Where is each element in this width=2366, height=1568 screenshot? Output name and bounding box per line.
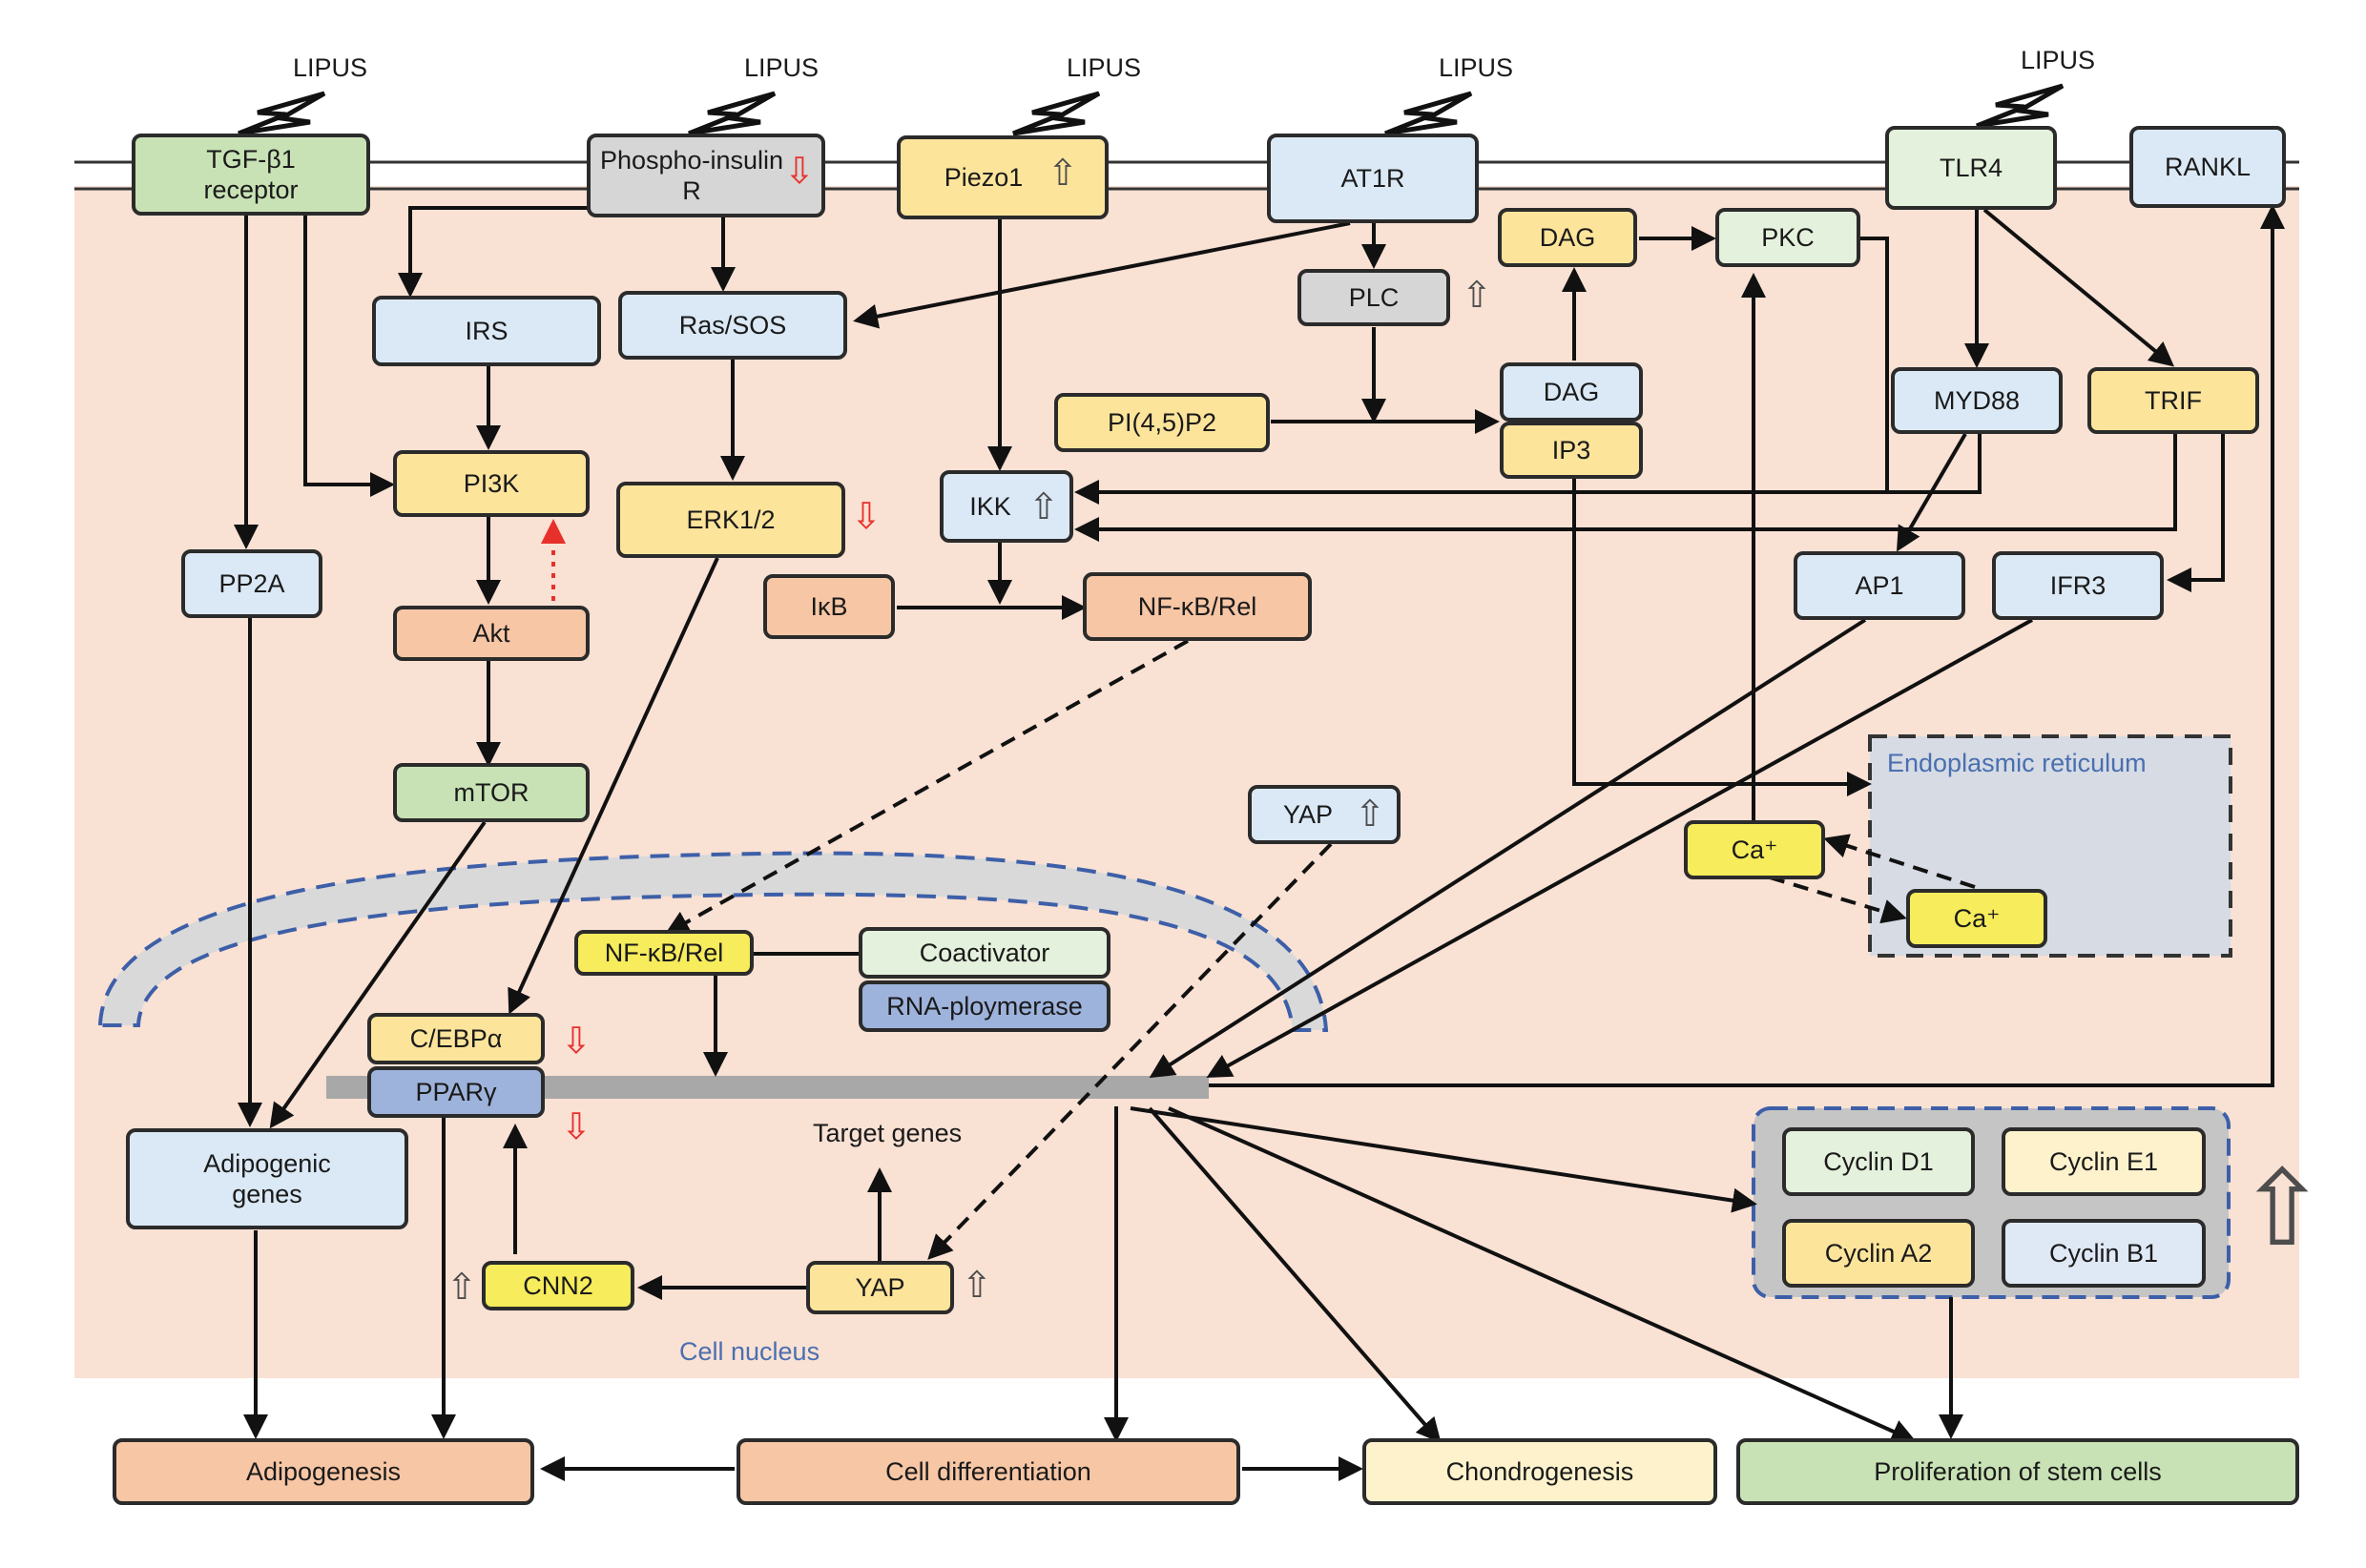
- pp2a-node[interactable]: PP2A: [181, 549, 322, 618]
- er-label: Endoplasmic reticulum: [1887, 749, 2147, 777]
- cyclin-e1-node[interactable]: Cyclin E1: [2002, 1127, 2206, 1196]
- tgfb1-receptor[interactable]: TGF-β1 receptor: [132, 134, 370, 216]
- plc-up-arrow-icon: ⇧: [1462, 274, 1492, 316]
- ap1-node[interactable]: AP1: [1794, 551, 1965, 620]
- at1r-receptor[interactable]: AT1R: [1267, 134, 1479, 223]
- yap-nuc-node[interactable]: YAP: [806, 1261, 954, 1314]
- ca-er-node[interactable]: Ca⁺: [1906, 889, 2047, 948]
- cell-differentiation-outcome[interactable]: Cell differentiation: [737, 1438, 1240, 1505]
- nfkb-nuc-node[interactable]: NF-κB/Rel: [574, 930, 754, 976]
- cebpa-node[interactable]: C/EBPα: [367, 1013, 545, 1064]
- ikb-node[interactable]: IκB: [763, 574, 895, 639]
- ca-cyto-node[interactable]: Ca⁺: [1684, 820, 1825, 879]
- nuclear-envelope: [97, 851, 1329, 1032]
- proliferation-outcome[interactable]: Proliferation of stem cells: [1736, 1438, 2299, 1505]
- coactivator-node[interactable]: Coactivator: [859, 927, 1110, 979]
- erk-down-arrow-icon: ⇩: [851, 495, 882, 537]
- lipus-label-3: LIPUS: [1067, 53, 1142, 82]
- piezo1-receptor[interactable]: Piezo1: [897, 135, 1109, 219]
- myd88-node[interactable]: MYD88: [1891, 367, 2063, 434]
- cnn2-up-arrow-icon: ⇧: [446, 1266, 477, 1308]
- pip2-node[interactable]: PI(4,5)P2: [1054, 393, 1270, 452]
- yap-cyto-up-arrow-icon: ⇧: [1355, 793, 1385, 835]
- yap-nuc-up-arrow-icon: ⇧: [962, 1264, 992, 1306]
- lightning-icon-5: [1976, 83, 2065, 129]
- lipus-label-4: LIPUS: [1439, 53, 1514, 82]
- ppary-node[interactable]: PPARγ: [367, 1066, 545, 1118]
- target-genes-label: Target genes: [813, 1119, 963, 1147]
- plc-node[interactable]: PLC: [1297, 269, 1450, 326]
- cyclin-d1-node[interactable]: Cyclin D1: [1782, 1127, 1975, 1196]
- akt-node[interactable]: Akt: [393, 606, 590, 661]
- lipus-label-5: LIPUS: [2021, 46, 2096, 74]
- cyclin-b1-node[interactable]: Cyclin B1: [2002, 1219, 2206, 1288]
- cyclin-a2-node[interactable]: Cyclin A2: [1782, 1219, 1975, 1288]
- lipus-label-1: LIPUS: [293, 53, 368, 82]
- adipogenesis-outcome[interactable]: Adipogenesis: [113, 1438, 534, 1505]
- cnn2-node[interactable]: CNN2: [482, 1261, 634, 1310]
- cell-nucleus-label: Cell nucleus: [679, 1337, 820, 1366]
- adipogenic-genes-node[interactable]: Adipogenic genes: [126, 1128, 408, 1229]
- cyclins-up-arrow-icon: ⇧: [2238, 1147, 2327, 1269]
- ikk-up-arrow-icon: ⇧: [1028, 485, 1059, 527]
- dag-top-node[interactable]: DAG: [1498, 208, 1637, 267]
- irs-node[interactable]: IRS: [372, 296, 601, 366]
- ras-sos-node[interactable]: Ras/SOS: [618, 291, 847, 360]
- cebpa-down-arrow-icon: ⇩: [561, 1020, 592, 1062]
- rna-polymerase-node[interactable]: RNA-ploymerase: [859, 980, 1110, 1032]
- ikk-node[interactable]: IKK: [940, 470, 1073, 543]
- mtor-node[interactable]: mTOR: [393, 763, 590, 822]
- dag-node[interactable]: DAG: [1500, 362, 1643, 422]
- piezo1-up-arrow-icon: ⇧: [1048, 152, 1078, 194]
- pkc-node[interactable]: PKC: [1715, 208, 1860, 267]
- lightning-icon-2: [688, 91, 777, 136]
- lightning-icon-1: [238, 91, 326, 136]
- trif-node[interactable]: TRIF: [2087, 367, 2259, 434]
- insulin-down-arrow-icon: ⇩: [784, 150, 815, 192]
- tlr4-receptor[interactable]: TLR4: [1885, 126, 2057, 210]
- ppary-down-arrow-icon: ⇩: [561, 1105, 592, 1147]
- chondrogenesis-outcome[interactable]: Chondrogenesis: [1362, 1438, 1717, 1505]
- insulin-receptor[interactable]: Phospho-insulin R: [587, 134, 825, 217]
- lightning-icon-4: [1384, 91, 1473, 136]
- lightning-icon-3: [1012, 91, 1101, 136]
- lipus-label-2: LIPUS: [744, 53, 820, 82]
- erk-node[interactable]: ERK1/2: [616, 482, 845, 558]
- pi3k-node[interactable]: PI3K: [393, 450, 590, 517]
- ifr3-node[interactable]: IFR3: [1992, 551, 2164, 620]
- yap-cyto-node[interactable]: YAP: [1248, 785, 1401, 844]
- nfkb-cyto-node[interactable]: NF-κB/Rel: [1083, 572, 1312, 641]
- rankl-receptor[interactable]: RANKL: [2129, 126, 2286, 208]
- ip3-node[interactable]: IP3: [1500, 422, 1643, 479]
